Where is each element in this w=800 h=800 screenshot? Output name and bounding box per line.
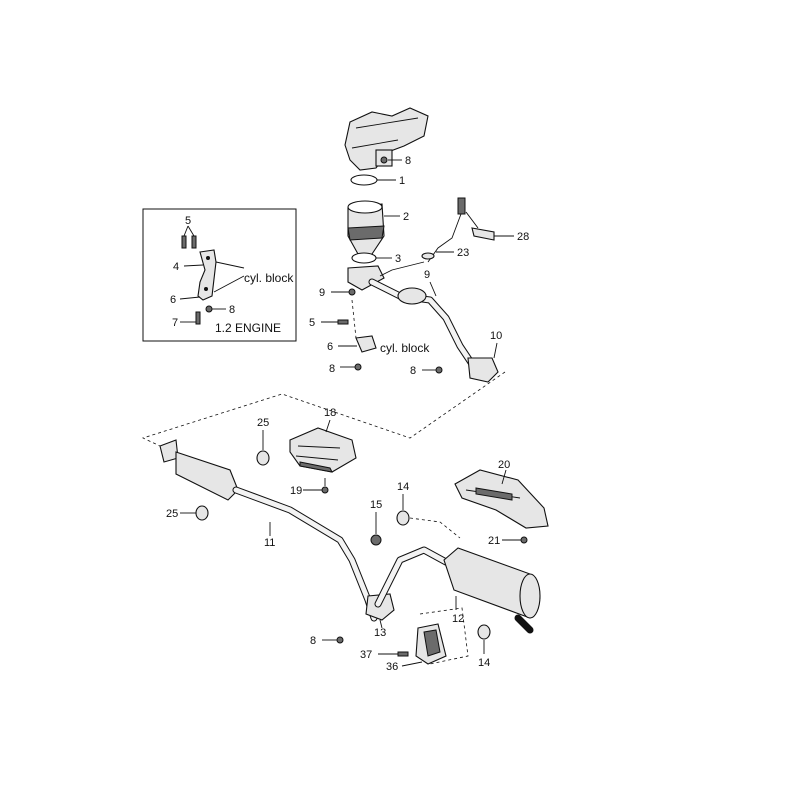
inset-engine-label: 1.2 ENGINE (215, 321, 281, 335)
callout-5: 5 (309, 317, 315, 329)
manifold-nut-8 (380, 156, 388, 164)
inset-frame (142, 208, 297, 342)
callout-23: 23 (457, 247, 469, 259)
gasket-1 (350, 174, 378, 186)
inset-bolt-7 (195, 311, 201, 325)
callout-3: 3 (395, 253, 401, 265)
inset-callout-4: 4 (173, 261, 179, 273)
callout-8-flange: 8 (410, 365, 416, 377)
center-nut-8 (336, 636, 344, 644)
callout-11: 11 (264, 537, 275, 549)
callout-8-bracket: 8 (329, 363, 335, 375)
callout-36: 36 (386, 661, 398, 673)
callout-13: 13 (374, 627, 386, 639)
callout-1: 1 (399, 175, 405, 187)
gasket-3 (351, 252, 377, 264)
heat-shield-20 (454, 469, 549, 529)
inset-cyl-block-label: cyl. block (244, 271, 294, 285)
catalytic-converter (347, 200, 385, 255)
hanger-25-upper (256, 450, 270, 466)
callout-10: 10 (490, 330, 502, 342)
inset-bolt-5a (181, 235, 187, 249)
shield-bolt-19 (321, 486, 329, 494)
tailpipe-hanger-36 (397, 623, 447, 665)
cyl-block-label: cyl. block (380, 341, 430, 355)
hanger-14-upper (396, 510, 410, 526)
flex-joint (397, 287, 427, 305)
callout-37: 37 (360, 649, 372, 661)
center-muffler-11 (159, 439, 395, 622)
sensor-bracket (465, 211, 495, 241)
front-pipe-nut-8 (348, 288, 356, 296)
bolt-37 (397, 651, 409, 657)
callout-21: 21 (488, 535, 500, 547)
callout-9: 9 (424, 269, 430, 281)
callout-14-upper: 14 (397, 481, 409, 493)
callout-14-lower: 14 (478, 657, 490, 669)
callout-20: 20 (498, 459, 510, 471)
inset-callout-8: 8 (229, 304, 235, 316)
inset-callout-7: 7 (172, 317, 178, 329)
connection-outline (141, 371, 506, 447)
callout-25-upper: 25 (257, 417, 269, 429)
callout-18: 18 (324, 407, 336, 419)
clamp-15 (370, 534, 382, 546)
callout-28: 28 (517, 231, 529, 243)
callout-15: 15 (370, 499, 382, 511)
rear-muffler-12 (374, 546, 541, 634)
inset-bolt-5b (191, 235, 197, 249)
heat-shield-18 (289, 427, 357, 473)
hanger-25-lower (195, 505, 209, 521)
shield-bolt-21 (520, 536, 528, 544)
callout-19: 19 (290, 485, 302, 497)
inset-leaders (179, 225, 226, 323)
callout-25-lower: 25 (166, 508, 178, 520)
callout-6: 6 (327, 341, 333, 353)
front-pipe (347, 265, 499, 383)
inset-nut-8 (205, 305, 213, 313)
callout-8-center: 8 (310, 635, 316, 647)
callout-12: 12 (452, 613, 464, 625)
pipe-flange (467, 357, 499, 383)
support-bracket-6 (337, 319, 377, 371)
callout-8-manifold: 8 (405, 155, 411, 167)
hanger-14-lower (477, 624, 491, 640)
inset-1-2-engine: 5 4 6 8 7 cyl. block 1.2 ENGINE (142, 208, 297, 342)
flange-nut-8 (435, 366, 443, 374)
inset-callout-6: 6 (170, 294, 176, 306)
inset-callout-5: 5 (185, 215, 191, 227)
callout-8-front: 9 (319, 287, 325, 299)
callout-2: 2 (403, 211, 409, 223)
oxygen-sensor (421, 197, 466, 263)
